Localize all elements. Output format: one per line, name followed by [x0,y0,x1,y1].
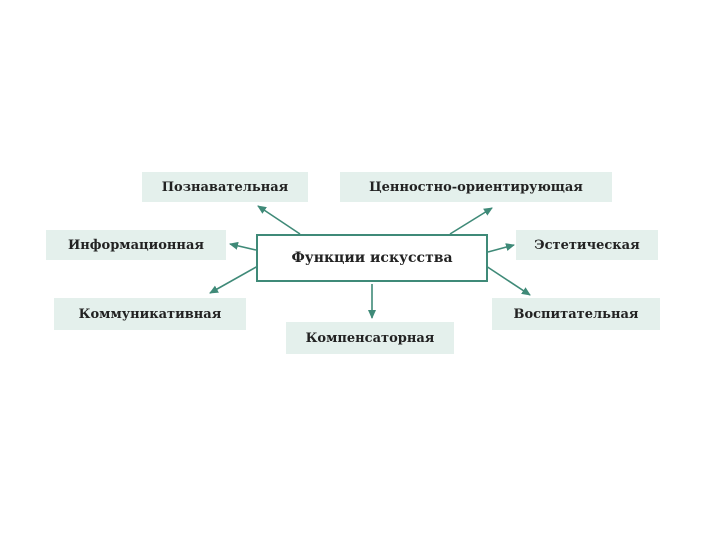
arrow-to-tsennostno [449,207,493,235]
function-box-informatsionnaya: Информационная [46,230,226,260]
function-label: Информационная [68,237,204,253]
arrow-to-kommunikativnaya [209,265,259,294]
function-label: Познавательная [161,179,289,195]
function-label: Коммуникативная [78,306,222,322]
function-label: Эстетическая [534,237,640,253]
function-label: Воспитательная [513,306,639,322]
arrow-to-vospitatelnaya [485,265,531,296]
function-box-vospitatelnaya: Воспитательная [492,298,660,330]
center-box: Функции искусства [256,234,488,282]
function-label: Компенсаторная [305,330,435,346]
arrow-to-esteticheskaya [487,243,515,253]
function-box-poznavatelnaya: Познавательная [142,172,308,202]
arrow-to-poznavatelnaya [257,205,301,235]
arrow-to-informatsionnaya [229,241,257,251]
function-box-kommunikativnaya: Коммуникативная [54,298,246,330]
center-title: Функции искусства [291,250,453,266]
function-label: Ценностно-ориентирующая [369,179,583,195]
function-box-tsennostno: Ценностно-ориентирующая [340,172,612,202]
function-box-esteticheskaya: Эстетическая [516,230,658,260]
function-box-kompensatornaya: Компенсаторная [286,322,454,354]
